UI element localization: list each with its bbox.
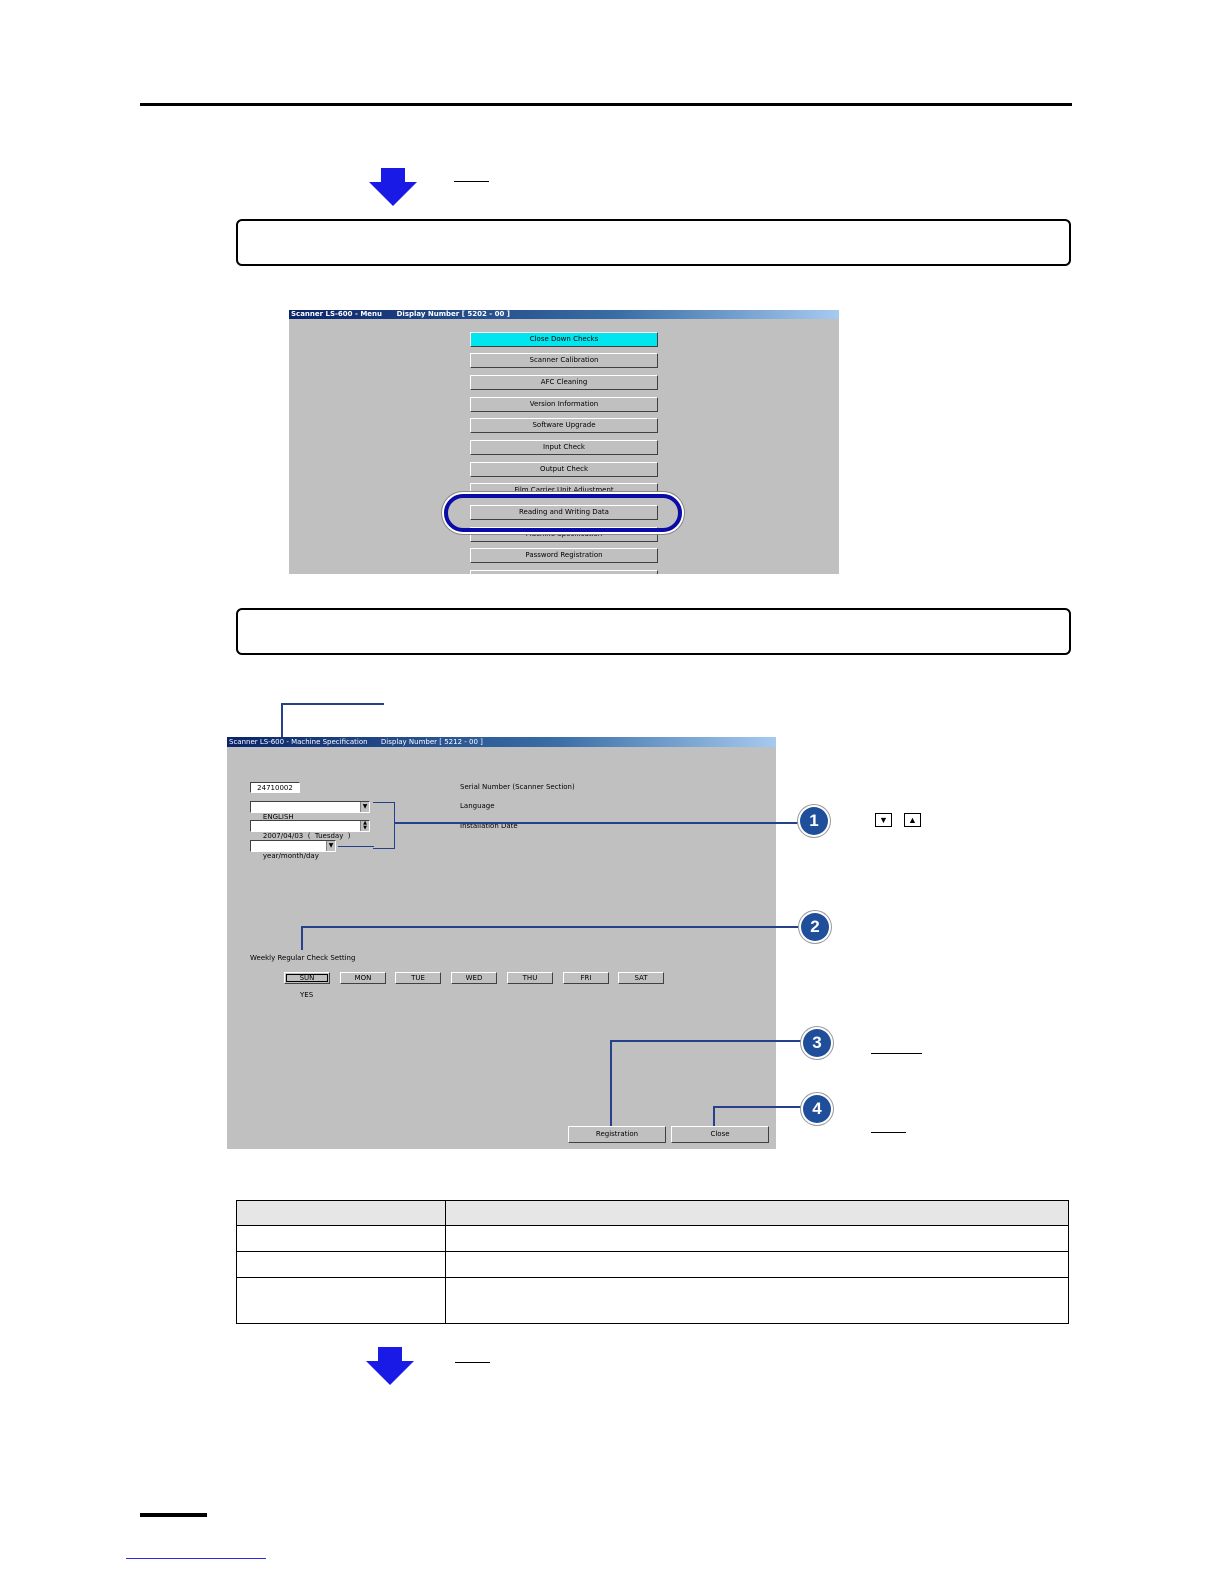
machine-specification-window: Scanner LS-600 - Machine Specification D… bbox=[227, 737, 776, 1149]
leader-line bbox=[713, 1106, 715, 1126]
registration-button[interactable]: Registration bbox=[568, 1126, 666, 1143]
day-button-fri[interactable]: FRI bbox=[563, 972, 609, 984]
group-bracket bbox=[373, 802, 395, 849]
date-format-select[interactable]: year/month/day ▼ bbox=[250, 840, 336, 860]
window-title: Scanner LS-600 - Machine Specification D… bbox=[227, 737, 776, 747]
afc-cleaning-button[interactable]: AFC Cleaning bbox=[470, 375, 658, 390]
down-arrow-icon bbox=[369, 168, 417, 206]
leader-line bbox=[301, 926, 303, 950]
table-header-cell bbox=[236, 1200, 446, 1226]
leader-line bbox=[713, 1106, 804, 1108]
instruction-box bbox=[236, 608, 1071, 655]
leader-line bbox=[301, 926, 801, 928]
text-underline bbox=[871, 1053, 922, 1054]
table-cell bbox=[445, 1251, 1069, 1278]
table-cell bbox=[445, 1225, 1069, 1252]
installation-date-value: 2007/04/03 ( Tuesday ) bbox=[262, 832, 351, 840]
highlight-ring bbox=[444, 494, 682, 532]
footer-link-line bbox=[126, 1558, 266, 1559]
text-underline bbox=[871, 1132, 906, 1133]
callout-1: 1 bbox=[800, 807, 828, 835]
day-button-sun[interactable]: SUN bbox=[284, 972, 330, 984]
text-underline bbox=[455, 1362, 490, 1363]
instruction-box bbox=[236, 219, 1071, 266]
reading-writing-data-button[interactable]: Reading and Writing Data bbox=[470, 505, 658, 520]
password-registration-button[interactable]: Password Registration bbox=[470, 548, 658, 563]
window-title: Scanner LS-600 - Menu Display Number [ 5… bbox=[289, 310, 839, 319]
table-row bbox=[236, 1225, 1069, 1252]
close-button[interactable]: Close bbox=[671, 1126, 769, 1143]
text-underline bbox=[454, 181, 489, 182]
table-header-row bbox=[236, 1200, 1069, 1226]
leader-line bbox=[610, 1040, 612, 1126]
menu-button-partial[interactable] bbox=[470, 570, 658, 574]
output-check-button[interactable]: Output Check bbox=[470, 462, 658, 477]
table-row bbox=[236, 1277, 1069, 1324]
table-cell bbox=[236, 1251, 446, 1278]
table-cell bbox=[236, 1277, 446, 1324]
day-button-sat[interactable]: SAT bbox=[618, 972, 664, 984]
callout-4: 4 bbox=[803, 1095, 831, 1123]
settings-table bbox=[236, 1200, 1069, 1324]
table-header-cell bbox=[445, 1200, 1069, 1226]
down-arrow-icon bbox=[366, 1347, 414, 1385]
sun-status: YES bbox=[300, 991, 314, 999]
language-label: Language bbox=[460, 802, 495, 810]
language-value: ENGLISH bbox=[262, 813, 294, 821]
spinner-arrows-icon[interactable]: ▲▼ bbox=[360, 821, 369, 831]
installation-date-label: Installation Date bbox=[460, 822, 518, 830]
header-rule bbox=[140, 103, 1072, 106]
day-button-mon[interactable]: MON bbox=[340, 972, 386, 984]
leader-line bbox=[281, 703, 384, 705]
table-cell bbox=[236, 1225, 446, 1252]
down-button-icon: ▼ bbox=[875, 813, 892, 827]
version-information-button[interactable]: Version Information bbox=[470, 397, 658, 412]
day-button-tue[interactable]: TUE bbox=[395, 972, 441, 984]
callout-3: 3 bbox=[803, 1029, 831, 1057]
language-select[interactable]: ENGLISH ▼ bbox=[250, 801, 370, 821]
serial-number-field[interactable]: 24710002 bbox=[250, 782, 300, 793]
input-check-button[interactable]: Input Check bbox=[470, 440, 658, 455]
software-upgrade-button[interactable]: Software Upgrade bbox=[470, 418, 658, 433]
weekly-check-label: Weekly Regular Check Setting bbox=[250, 954, 356, 962]
chevron-down-icon[interactable]: ▼ bbox=[360, 802, 369, 812]
day-button-wed[interactable]: WED bbox=[451, 972, 497, 984]
scanner-calibration-button[interactable]: Scanner Calibration bbox=[470, 353, 658, 368]
menu-window: Scanner LS-600 - Menu Display Number [ 5… bbox=[289, 310, 839, 574]
leader-line bbox=[610, 1040, 803, 1042]
date-format-value: year/month/day bbox=[262, 852, 319, 860]
table-row bbox=[236, 1251, 1069, 1278]
footer-rule bbox=[140, 1513, 207, 1517]
table-cell bbox=[445, 1277, 1069, 1324]
day-button-thu[interactable]: THU bbox=[507, 972, 553, 984]
installation-date-spinner[interactable]: 2007/04/03 ( Tuesday ) ▲▼ bbox=[250, 820, 370, 840]
callout-2: 2 bbox=[801, 913, 829, 941]
up-button-icon: ▲ bbox=[904, 813, 921, 827]
serial-number-label: Serial Number (Scanner Section) bbox=[460, 783, 575, 791]
close-down-checks-button[interactable]: Close Down Checks bbox=[470, 332, 658, 347]
leader-line bbox=[338, 846, 374, 847]
leader-line bbox=[395, 822, 800, 824]
chevron-down-icon[interactable]: ▼ bbox=[326, 841, 335, 851]
